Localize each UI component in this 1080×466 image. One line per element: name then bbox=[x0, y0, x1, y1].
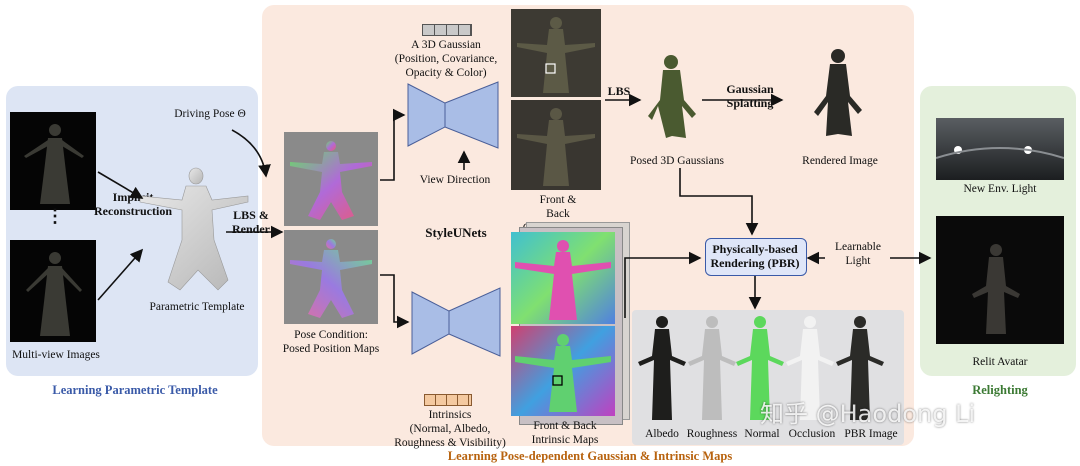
env-light-image bbox=[936, 118, 1064, 180]
output-label-albedo: Albedo bbox=[638, 427, 686, 441]
label-rendered-image: Rendered Image bbox=[790, 154, 890, 168]
label-parametric-template: Parametric Template bbox=[138, 300, 256, 314]
label-view-direction: View Direction bbox=[410, 173, 500, 187]
label-gaussian-splatting: Gaussian Splatting bbox=[718, 82, 782, 110]
gaussian-map-back bbox=[511, 100, 601, 190]
multiview-photo-bottom bbox=[10, 240, 96, 342]
label-driving-pose: Driving Pose Θ bbox=[160, 107, 260, 121]
intrinsic-map-front bbox=[511, 232, 615, 324]
label-pose-condition: Pose Condition: Posed Position Maps bbox=[276, 328, 386, 356]
gaussian-vector-icon bbox=[422, 24, 472, 36]
label-gaussian-desc: A 3D Gaussian (Position, Covariance, Opa… bbox=[384, 38, 508, 80]
label-new-env-light: New Env. Light bbox=[936, 182, 1064, 196]
output-label-roughness: Roughness bbox=[684, 427, 740, 441]
ellipsis-dots: ⋮ bbox=[40, 212, 70, 220]
label-pbr: Physically-based Rendering (PBR) bbox=[705, 242, 805, 270]
label-styleunets: StyleUNets bbox=[414, 226, 498, 240]
output-label-pbr-image: PBR Image bbox=[842, 427, 900, 441]
intrinsics-vector-icon bbox=[424, 394, 472, 406]
panel-title-gaussian: Learning Pose-dependent Gaussian & Intri… bbox=[380, 449, 800, 464]
pose-map-front bbox=[284, 132, 378, 226]
label-learnable-light: Learnable Light bbox=[826, 240, 890, 268]
panel-title-relighting: Relighting bbox=[930, 383, 1070, 398]
label-multiview: Multi-view Images bbox=[4, 348, 108, 362]
relit-avatar-image bbox=[936, 216, 1064, 344]
panel-title-parametric: Learning Parametric Template bbox=[20, 383, 250, 398]
multiview-photo-top bbox=[10, 112, 96, 210]
intrinsic-map-back bbox=[511, 326, 615, 416]
label-intrinsic-maps: Front & Back Intrinsic Maps bbox=[520, 419, 610, 447]
label-lbs-render: LBS & Render bbox=[226, 208, 276, 236]
label-lbs: LBS bbox=[606, 84, 632, 98]
label-relit-avatar: Relit Avatar bbox=[936, 355, 1064, 369]
output-label-normal: Normal bbox=[740, 427, 784, 441]
watermark: 知乎 @Haodong Li bbox=[760, 400, 1060, 428]
pose-map-back bbox=[284, 230, 378, 324]
label-posed-gaussians: Posed 3D Gaussians bbox=[622, 154, 732, 168]
label-implicit-reconstruction: Implicit Reconstruction bbox=[88, 190, 178, 218]
output-label-occlusion: Occlusion bbox=[786, 427, 838, 441]
label-intrinsics-desc: Intrinsics (Normal, Albedo, Roughness & … bbox=[388, 408, 512, 450]
gaussian-map-front bbox=[511, 9, 601, 97]
